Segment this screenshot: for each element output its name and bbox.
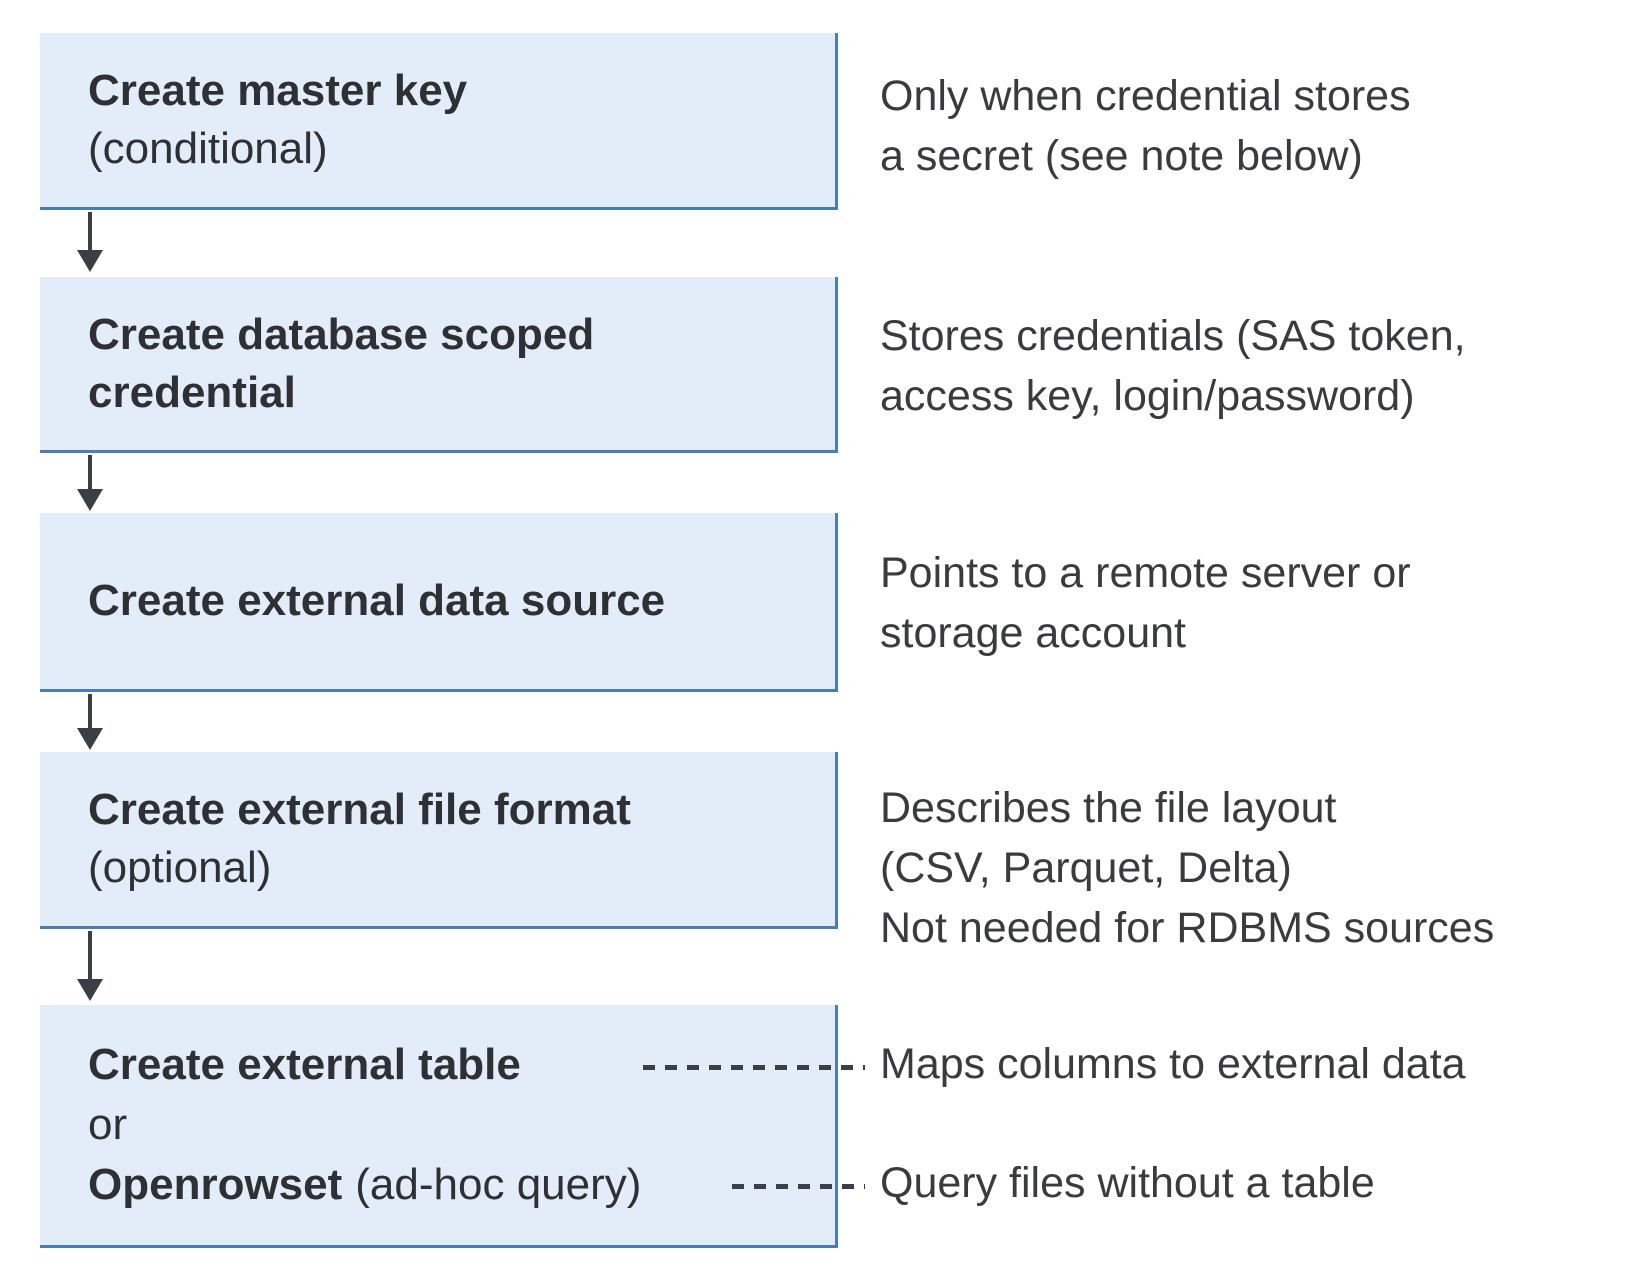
note-data-source: Points to a remote server or storage acc… bbox=[880, 543, 1411, 663]
note-line: Points to a remote server or bbox=[880, 549, 1411, 597]
step-subtitle: (optional) bbox=[88, 843, 272, 892]
step-title: Create external data source bbox=[88, 576, 666, 625]
step-box-external-table-or-openrowset: Create external table or Openrowset(ad-h… bbox=[40, 1005, 838, 1248]
step-conjunction: or bbox=[88, 1100, 128, 1149]
down-arrow-icon bbox=[77, 931, 103, 1001]
dashed-connector-external-table bbox=[643, 1065, 865, 1070]
arrow-stem bbox=[88, 931, 92, 979]
step-box-database-scoped-credential: Create database scoped credential bbox=[40, 277, 838, 453]
openrowset-qualifier: (ad-hoc query) bbox=[355, 1160, 642, 1209]
arrow-stem bbox=[88, 455, 92, 489]
note-master-key: Only when credential stores a secret (se… bbox=[880, 66, 1411, 186]
down-arrow-icon bbox=[77, 212, 103, 272]
arrow-head bbox=[77, 489, 103, 511]
arrow-head bbox=[77, 979, 103, 1001]
step-option-openrowset: Openrowset(ad-hoc query) bbox=[88, 1155, 799, 1215]
step-title: credential bbox=[88, 367, 296, 417]
down-arrow-icon bbox=[77, 694, 103, 750]
step-option-create-external-table: Create external table bbox=[88, 1040, 521, 1089]
note-line: (CSV, Parquet, Delta) bbox=[880, 844, 1292, 892]
step-title: Create master key bbox=[88, 66, 468, 115]
note-line: a secret (see note below) bbox=[880, 132, 1363, 180]
step-title: Create external file format bbox=[88, 785, 631, 834]
step-box-external-file-format: Create external file format (optional) bbox=[40, 752, 838, 929]
note-line: Only when credential stores bbox=[880, 72, 1411, 120]
note-line: access key, login/password) bbox=[880, 372, 1415, 420]
dashed-connector-openrowset bbox=[732, 1184, 865, 1189]
step-box-create-master-key: Create master key (conditional) bbox=[40, 33, 838, 210]
note-line: Query files without a table bbox=[880, 1159, 1375, 1207]
step-box-external-data-source: Create external data source bbox=[40, 513, 838, 692]
note-openrowset: Query files without a table bbox=[880, 1153, 1375, 1213]
note-line: Stores credentials (SAS token, bbox=[880, 312, 1466, 360]
arrow-head bbox=[77, 728, 103, 750]
openrowset-label: Openrowset bbox=[88, 1160, 343, 1209]
note-line: Not needed for RDBMS sources bbox=[880, 904, 1495, 952]
step-title: Create database scoped bbox=[88, 309, 595, 359]
step-subtitle: (conditional) bbox=[88, 124, 328, 173]
note-line: Describes the file layout bbox=[880, 784, 1337, 832]
note-line: Maps columns to external data bbox=[880, 1040, 1466, 1088]
note-line: storage account bbox=[880, 609, 1186, 657]
note-external-table: Maps columns to external data bbox=[880, 1034, 1466, 1094]
note-credential: Stores credentials (SAS token, access ke… bbox=[880, 306, 1466, 426]
arrow-stem bbox=[88, 212, 92, 250]
arrow-head bbox=[77, 250, 103, 272]
arrow-stem bbox=[88, 694, 92, 728]
note-file-format: Describes the file layout (CSV, Parquet,… bbox=[880, 778, 1494, 958]
down-arrow-icon bbox=[77, 455, 103, 511]
